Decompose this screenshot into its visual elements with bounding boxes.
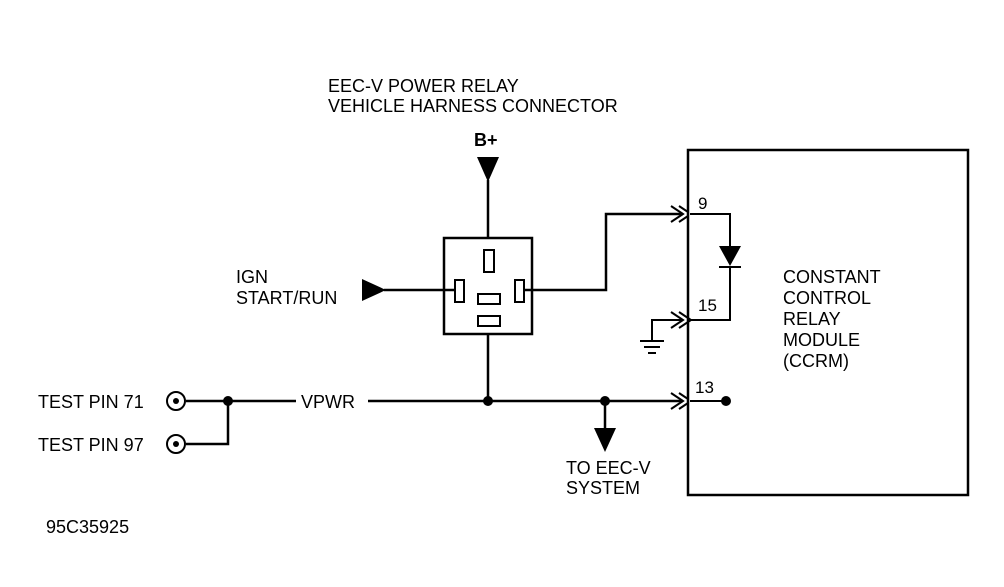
diode-wire-top: [690, 213, 731, 246]
pin13-terminal-dot: [721, 396, 731, 406]
eec-output-arrow-icon: [594, 428, 616, 452]
eec-label-line1: TO EEC-V: [566, 458, 651, 478]
vpwr-label: VPWR: [301, 392, 355, 412]
relay-output-wire: [524, 212, 683, 292]
ccrm-label-line1: CONSTANT: [783, 267, 881, 287]
relay-terminal-right: [514, 279, 525, 303]
ccrm-label-line4: MODULE: [783, 330, 860, 350]
ign-label-line1: IGN: [236, 267, 268, 287]
ign-label-line2: START/RUN: [236, 288, 337, 308]
relay-terminal-bottom: [477, 315, 501, 327]
ign-input-arrow-icon: [362, 279, 386, 301]
diode-icon: [719, 246, 741, 266]
battery-supply-arrow-icon: [477, 157, 499, 182]
pin15-connector-icon: [670, 311, 685, 329]
ground-wire: [651, 319, 683, 340]
test-pin-97-wire: [186, 401, 230, 446]
connector-title-line1: EEC-V POWER RELAY: [328, 76, 519, 96]
ccrm-label-line5: (CCRM): [783, 351, 849, 371]
pin-15-label: 15: [698, 296, 717, 315]
ccrm-label-line3: RELAY: [783, 309, 841, 329]
relay-terminal-top: [483, 249, 495, 273]
eec-label-line2: SYSTEM: [566, 478, 640, 498]
pin9-connector-icon: [670, 205, 685, 223]
connector-title-line2: VEHICLE HARNESS CONNECTOR: [328, 96, 618, 116]
relay-terminal-left: [454, 279, 465, 303]
relay-terminal-center: [477, 293, 501, 305]
battery-supply-label: B+: [474, 130, 498, 150]
ccrm-module-box: [686, 148, 970, 497]
pin13-connector-icon: [670, 392, 685, 410]
test-pin-97-label: TEST PIN 97: [38, 435, 144, 455]
test-pin-71-label: TEST PIN 71: [38, 392, 144, 412]
figure-id: 95C35925: [46, 517, 129, 537]
diode-wire-bottom: [690, 267, 731, 321]
pin-13-label: 13: [695, 378, 714, 397]
ccrm-label-line2: CONTROL: [783, 288, 871, 308]
pin-9-label: 9: [698, 194, 707, 213]
